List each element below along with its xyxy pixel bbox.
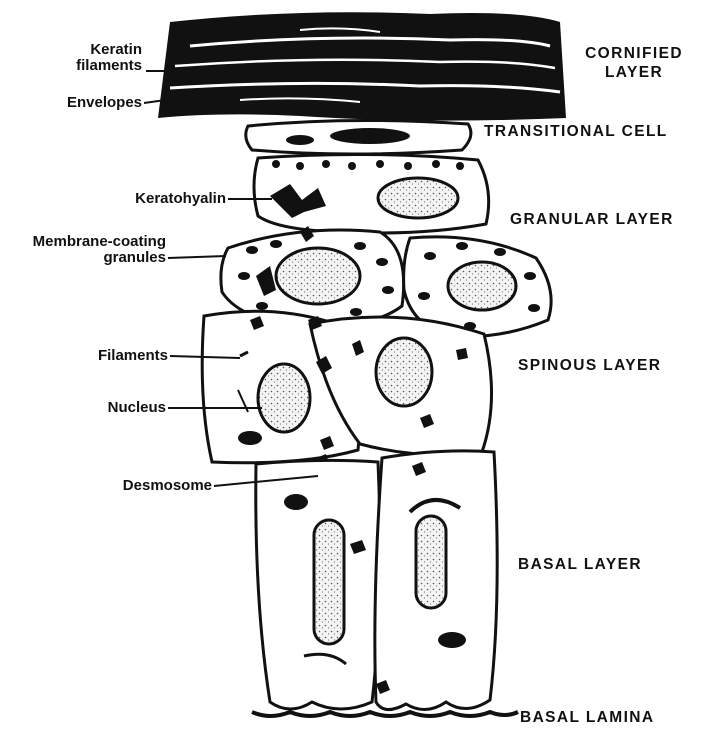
spinous-nucleus-left xyxy=(258,364,310,432)
basal-cell-right xyxy=(375,451,497,710)
granular-nucleus xyxy=(378,178,458,218)
basal-lamina-line xyxy=(252,712,518,716)
label-membrane-coating-granules: Membrane-coating granules xyxy=(6,234,166,266)
label-basal-lamina: BASAL LAMINA xyxy=(520,708,654,727)
cornified-layer xyxy=(158,12,566,120)
transitional-cell xyxy=(246,120,471,154)
label-spinous-layer: SPINOUS LAYER xyxy=(518,356,661,375)
label-keratin-filaments: Keratin filaments xyxy=(26,42,142,74)
granular-cell xyxy=(254,154,489,233)
label-granular-layer: GRANULAR LAYER xyxy=(510,210,674,229)
label-keratohyalin: Keratohyalin xyxy=(56,191,226,207)
label-desmosome: Desmosome xyxy=(56,478,212,494)
label-transitional-cell: TRANSITIONAL CELL xyxy=(484,122,668,141)
label-cornified-layer: CORNIFIED LAYER xyxy=(578,44,690,82)
label-filaments: Filaments xyxy=(56,348,168,364)
label-nucleus: Nucleus xyxy=(56,400,166,416)
label-basal-layer: BASAL LAYER xyxy=(518,555,642,574)
basal-cell-left xyxy=(256,460,380,709)
label-envelopes: Envelopes xyxy=(26,95,142,111)
